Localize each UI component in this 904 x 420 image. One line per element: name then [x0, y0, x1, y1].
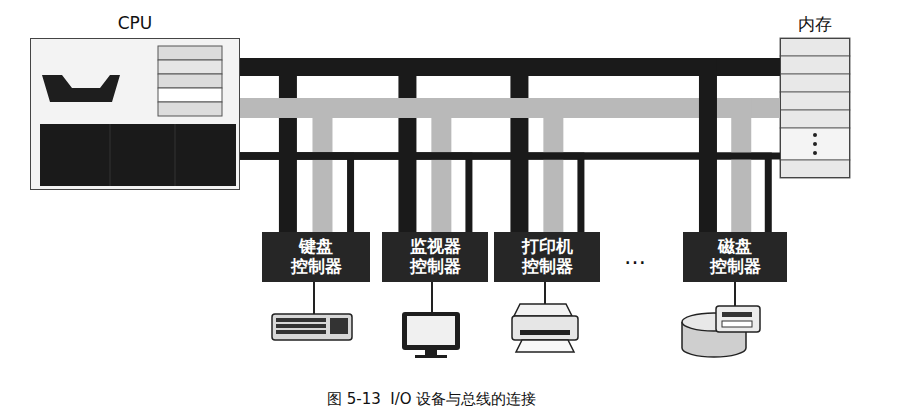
cpu-alu-symbol [42, 75, 120, 102]
monitor-screen [407, 316, 455, 345]
printer-body [512, 316, 578, 340]
disk-slot [722, 312, 752, 317]
keyboard-icon [272, 314, 352, 340]
controller-box: 打印机 控制器 [494, 232, 600, 282]
data-bus [240, 108, 553, 232]
printer-tray [516, 340, 574, 352]
memory-cell [780, 160, 850, 178]
printer-slot [520, 330, 570, 335]
register-cell [158, 88, 222, 102]
monitor-base [415, 355, 447, 358]
register-stack [158, 46, 222, 116]
memory-box: 内存 [780, 38, 850, 178]
controller-label: 磁盘 控制器 [709, 237, 762, 276]
bus-connector [240, 67, 351, 232]
memory-cell [780, 110, 850, 128]
memory-cell [780, 74, 850, 92]
monitor-frame [402, 312, 460, 350]
bus-connector [240, 67, 581, 232]
disk-slot [722, 321, 752, 327]
control-bus [240, 156, 469, 232]
keyboard-keys [276, 318, 348, 334]
controller-label: 打印机 控制器 [521, 237, 574, 276]
monitor-stand [425, 350, 437, 355]
key-row [276, 330, 326, 334]
disk-drive [716, 306, 760, 332]
monitor-icon [402, 312, 460, 358]
register-cell [158, 74, 222, 88]
key-row [276, 324, 326, 328]
device-cable [734, 282, 736, 306]
control-bus [240, 156, 581, 232]
printer-icon [512, 304, 578, 352]
memory-cells [780, 38, 850, 178]
ellipsis-dot [813, 151, 817, 155]
figure-caption: 图 5-13 I/O 设备与总线的连接 [327, 390, 536, 409]
ellipsis-dot [813, 133, 817, 137]
device-cable [431, 282, 433, 312]
bus-connector [240, 67, 469, 232]
key-pad [330, 318, 348, 334]
address-bus [240, 67, 708, 232]
memory-cell [780, 56, 850, 74]
controller-box: 键盘 控制器 [262, 232, 370, 282]
box-heading: 内存 [781, 13, 849, 36]
register-cell [158, 46, 222, 60]
controller-box: 监视器 控制器 [382, 232, 488, 282]
device-cable [544, 282, 546, 304]
address-bus [240, 67, 288, 232]
register-cell [158, 60, 222, 74]
memory-cell [780, 38, 850, 56]
cpu-box: CPU [30, 38, 240, 190]
box-heading: CPU [31, 13, 239, 33]
printer-paper [514, 304, 572, 316]
ellipsis-label: … [624, 244, 646, 269]
controller-label: 监视器 控制器 [409, 237, 462, 276]
memory-cell [780, 92, 850, 110]
device-cable [313, 282, 315, 314]
disk-icon [682, 306, 760, 357]
cpu-ground [30, 38, 240, 190]
control-bus [240, 156, 768, 232]
memory-cell [780, 128, 850, 160]
bus-connector [240, 67, 768, 232]
block-divider [110, 124, 111, 186]
controller-box: 磁盘 控制器 [683, 232, 787, 282]
ellipsis-dot [813, 142, 817, 146]
address-bus [240, 67, 407, 232]
control-unit-block [40, 124, 236, 186]
key-row [276, 318, 326, 322]
register-cell [158, 102, 222, 116]
keyboard-body [272, 314, 352, 340]
controller-label: 键盘 控制器 [290, 237, 343, 276]
address-bus [240, 67, 519, 232]
block-divider [175, 124, 176, 186]
data-bus [240, 108, 741, 232]
